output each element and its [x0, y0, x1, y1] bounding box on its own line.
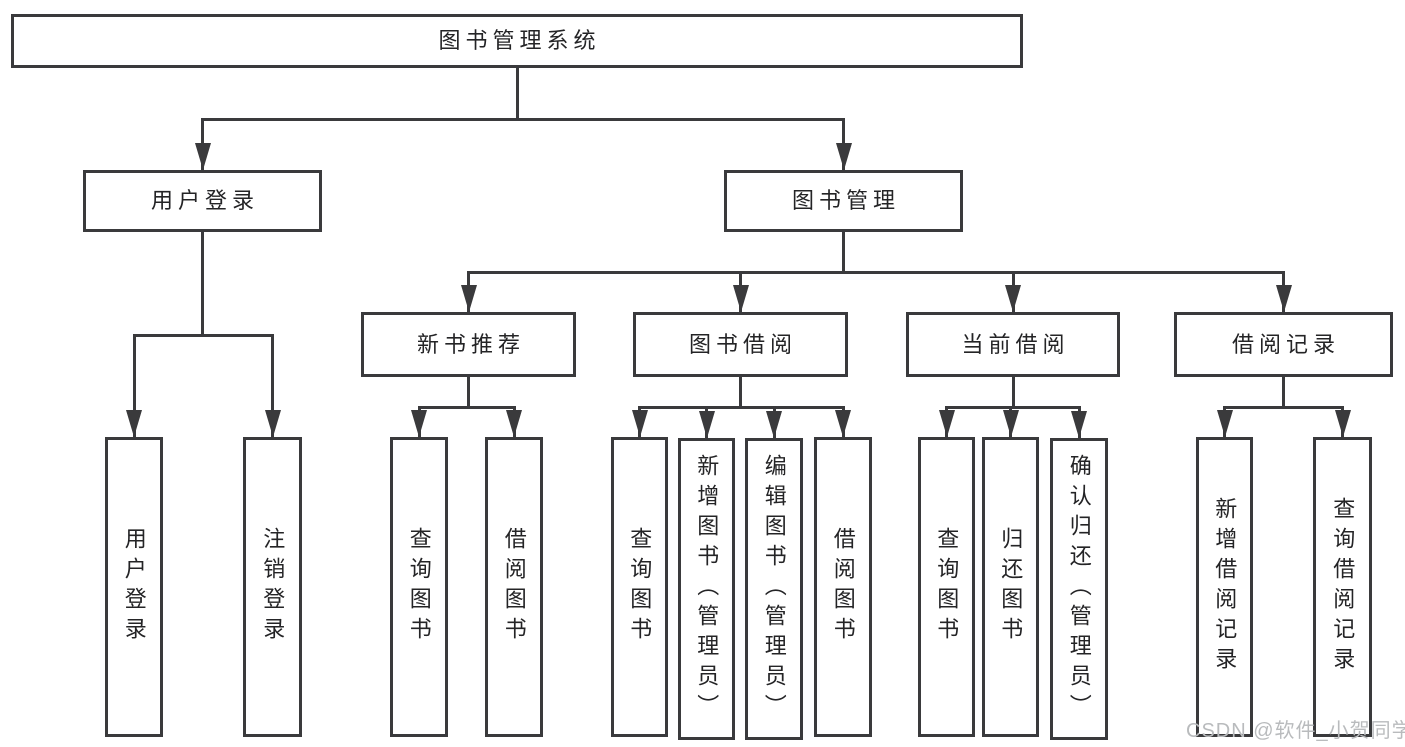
node-label-user-login-leaf: 用户登录 — [121, 527, 147, 647]
node-confirm-return: 确认归还（管理员） — [1050, 438, 1108, 740]
node-label-edit-book: 编辑图书（管理员） — [761, 454, 787, 724]
node-label-user-login: 用户登录 — [150, 188, 259, 214]
node-label-book-borrow: 图书借阅 — [688, 331, 797, 357]
node-label-query-borrow-record: 查询借阅记录 — [1330, 497, 1356, 677]
node-label-borrow-records: 借阅记录 — [1231, 331, 1340, 357]
connector-stem — [467, 377, 470, 409]
node-label-add-book: 新增图书（管理员） — [694, 454, 720, 724]
arrow-down-icon — [1002, 410, 1019, 437]
arrow-down-icon — [411, 410, 427, 437]
arrow-down-icon — [1275, 285, 1292, 312]
connector-stem — [201, 232, 204, 337]
node-root: 图书管理系统 — [11, 14, 1023, 68]
node-query-borrow-record: 查询借阅记录 — [1313, 437, 1372, 737]
node-label-current-borrow: 当前借阅 — [961, 331, 1070, 357]
node-return-book: 归还图书 — [982, 437, 1039, 737]
connector-stem — [515, 68, 519, 121]
node-label-root: 图书管理系统 — [438, 28, 601, 54]
arrow-down-icon — [732, 285, 749, 312]
node-add-book: 新增图书（管理员） — [678, 438, 735, 740]
connector-bus — [201, 117, 845, 121]
connector-bus — [1223, 405, 1344, 409]
node-label-borrow-book-borrow: 借阅图书 — [830, 527, 856, 647]
arrow-down-icon — [460, 285, 477, 312]
node-label-query-book-borrow: 查询图书 — [627, 527, 653, 647]
node-label-add-borrow-record: 新增借阅记录 — [1212, 497, 1238, 677]
node-borrow-book-borrow: 借阅图书 — [814, 437, 872, 737]
arrow-down-icon — [835, 143, 852, 170]
connector-stem — [842, 232, 845, 274]
arrow-down-icon — [1071, 411, 1087, 438]
node-label-query-book-current: 查询图书 — [934, 527, 960, 647]
arrow-down-icon — [1005, 285, 1021, 312]
arrow-down-icon — [835, 410, 851, 437]
node-label-new-book-rec: 新书推荐 — [416, 331, 525, 357]
arrow-down-icon — [698, 411, 715, 438]
node-label-return-book: 归还图书 — [998, 527, 1024, 647]
arrow-down-icon — [938, 410, 955, 437]
node-query-book-current: 查询图书 — [918, 437, 975, 737]
arrow-down-icon — [766, 411, 782, 438]
connector-bus — [132, 333, 274, 337]
node-label-borrow-book-new: 借阅图书 — [501, 527, 527, 647]
node-book-borrow: 图书借阅 — [633, 312, 848, 377]
arrow-down-icon — [631, 410, 648, 437]
arrow-down-icon — [1216, 410, 1233, 437]
connector-stem — [1282, 377, 1285, 409]
node-add-borrow-record: 新增借阅记录 — [1196, 437, 1253, 737]
node-user-login-leaf: 用户登录 — [105, 437, 163, 737]
node-current-borrow: 当前借阅 — [906, 312, 1120, 377]
connector-bus — [467, 270, 1285, 274]
connector-stem — [739, 377, 742, 409]
arrow-down-icon — [506, 410, 522, 437]
connector-bus — [638, 405, 845, 409]
arrow-down-icon — [264, 410, 281, 437]
connector-stem — [1011, 377, 1015, 409]
connector-drop — [132, 335, 136, 437]
arrow-down-icon — [194, 143, 211, 170]
node-label-confirm-return: 确认归还（管理员） — [1066, 454, 1092, 724]
node-edit-book: 编辑图书（管理员） — [745, 438, 803, 740]
node-label-query-book-new: 查询图书 — [406, 527, 432, 647]
node-query-book-borrow: 查询图书 — [611, 437, 668, 737]
node-query-book-new: 查询图书 — [390, 437, 448, 737]
arrow-down-icon — [126, 410, 142, 437]
node-label-logout-leaf: 注销登录 — [260, 527, 286, 647]
connector-drop — [271, 335, 274, 437]
node-new-book-rec: 新书推荐 — [361, 312, 576, 377]
node-book-mgmt: 图书管理 — [724, 170, 963, 232]
connector-bus — [945, 405, 1081, 409]
node-user-login: 用户登录 — [83, 170, 322, 232]
csdn-watermark: CSDN @软件_小贺同学 — [1186, 720, 1405, 742]
node-logout-leaf: 注销登录 — [243, 437, 302, 737]
connector-bus — [417, 405, 516, 409]
node-label-book-mgmt: 图书管理 — [791, 188, 900, 214]
node-borrow-records: 借阅记录 — [1174, 312, 1393, 377]
node-borrow-book-new: 借阅图书 — [485, 437, 543, 737]
arrow-down-icon — [1334, 410, 1351, 437]
